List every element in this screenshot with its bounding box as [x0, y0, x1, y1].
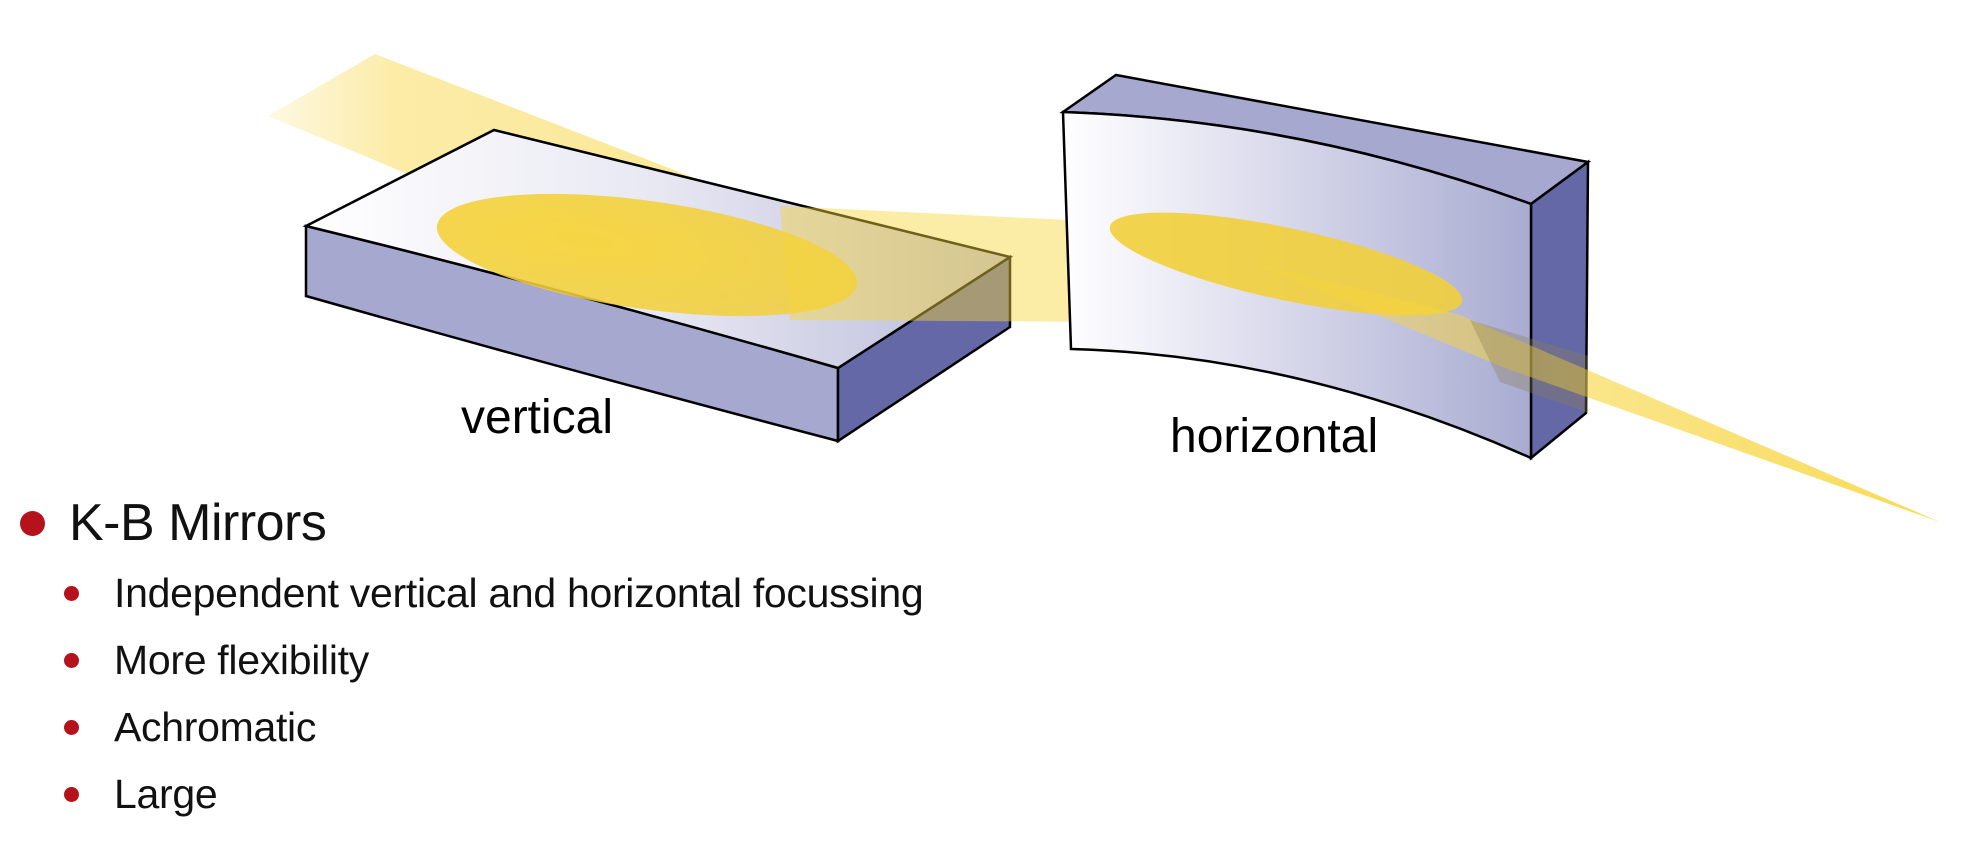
bullet-dot-icon — [64, 653, 79, 668]
bullet-dot-icon — [20, 510, 45, 536]
sub-bullet-item: Independent vertical and horizontal focu… — [64, 560, 924, 627]
horizontal-mirror-end-face — [1529, 159, 1590, 461]
outgoing-beam — [1250, 262, 1940, 522]
bullet-dot-icon — [64, 586, 79, 601]
sub-bullet-text: Independent vertical and horizontal focu… — [114, 570, 924, 616]
sub-bullet-item: Achromatic — [64, 694, 923, 761]
vertical-mirror — [302, 128, 1014, 444]
main-bullet: K-B Mirrors — [20, 488, 327, 558]
sub-bullet-text: Achromatic — [114, 704, 317, 750]
bullet-dot-icon — [64, 720, 79, 735]
bullet-dot-icon — [64, 787, 79, 802]
horizontal-mirror — [1059, 73, 1592, 461]
horizontal-mirror-beam-spot — [1109, 212, 1463, 316]
sub-bullet-text: Large — [114, 771, 218, 817]
intermediate-beam — [780, 206, 1110, 322]
vertical-mirror-beam-spot — [436, 193, 858, 317]
sub-bullet-item: More flexibility — [64, 627, 923, 694]
sub-bullet-item: Large — [64, 761, 923, 828]
horizontal-mirror-label: horizontal — [1170, 410, 1378, 463]
sub-bullet-text: More flexibility — [114, 637, 369, 683]
sub-bullet-list: Independent vertical and horizontal focu… — [64, 560, 924, 828]
main-bullet-text: K-B Mirrors — [69, 494, 327, 552]
outgoing-beam-overlap — [1470, 320, 1588, 413]
vertical-mirror-label: vertical — [461, 391, 613, 444]
